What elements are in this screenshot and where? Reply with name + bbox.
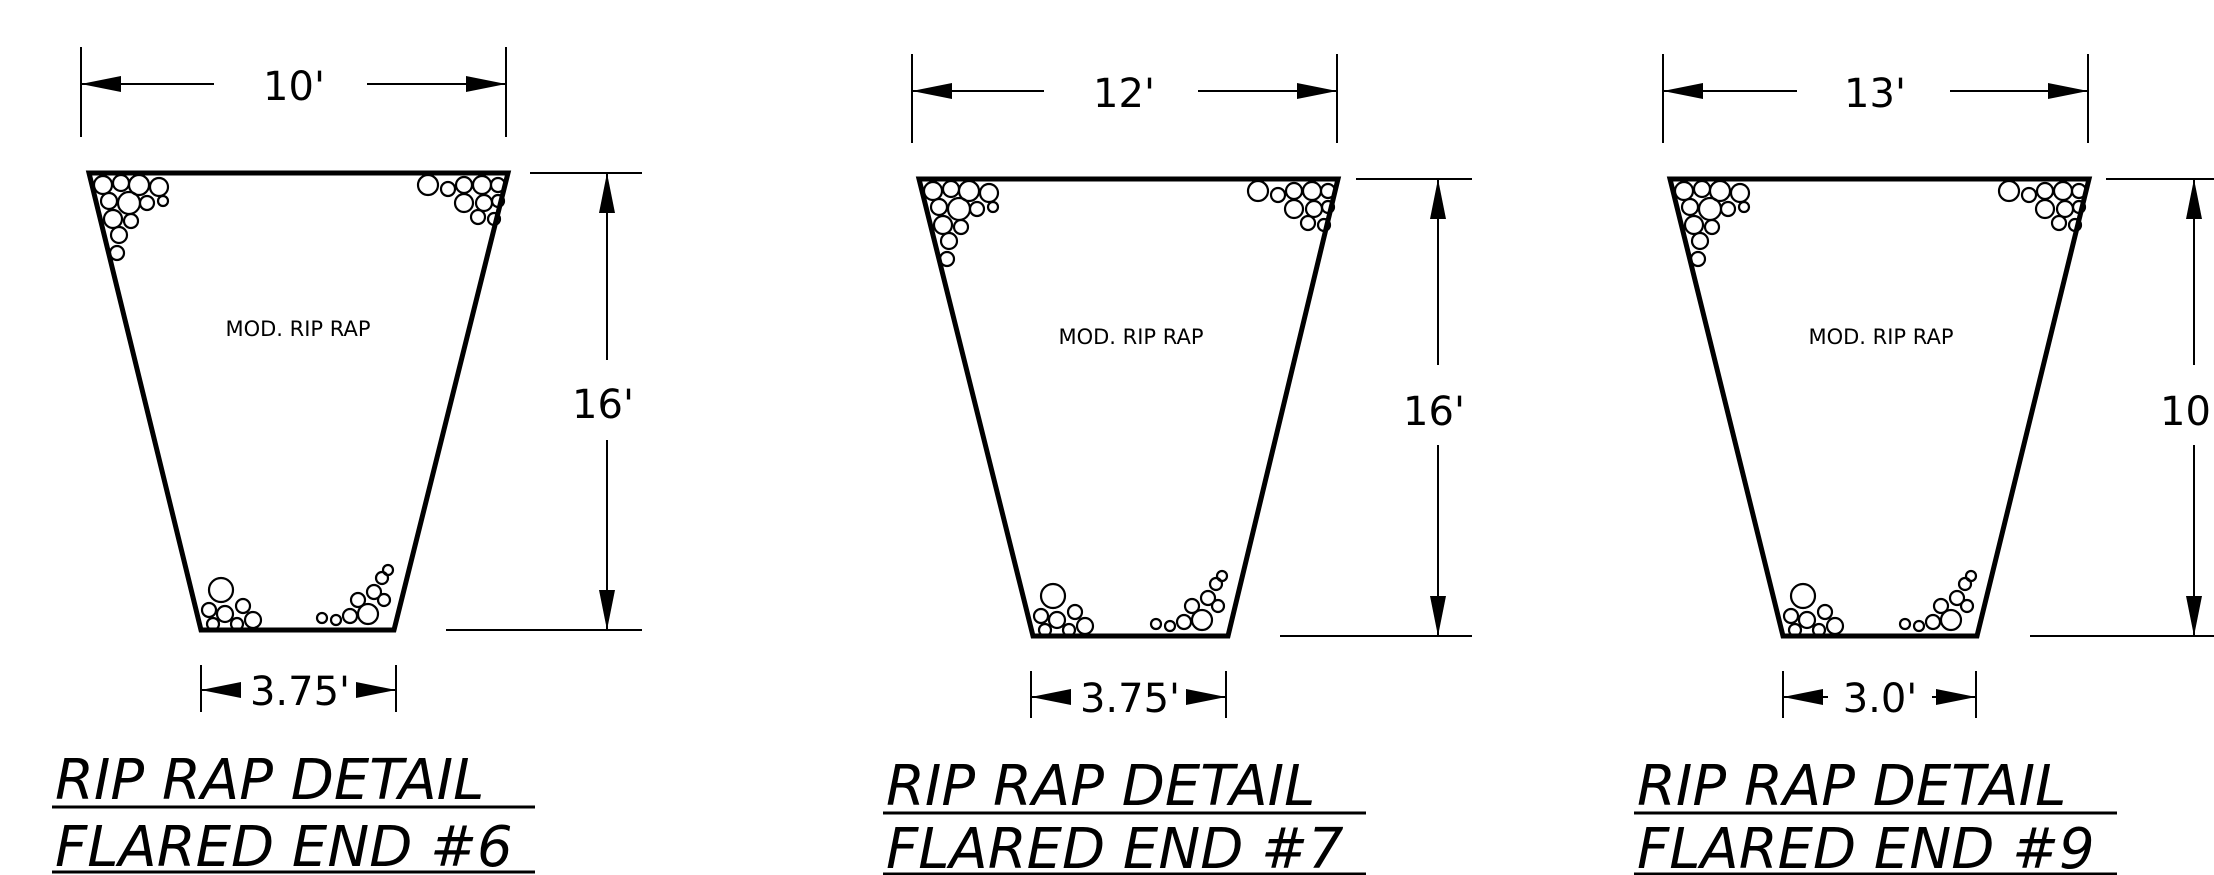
- bottom-width-label: 3.0': [1843, 676, 1918, 722]
- riprap-rocks-bottom-right: [1149, 569, 1229, 633]
- detail-flared-end-6: 10' 16' 3.75' MOD. RIP RAP RIP RAP DETAI…: [52, 47, 642, 875]
- title-line-1: RIP RAP DETAIL: [1637, 754, 2066, 819]
- top-width-dimension: [80, 47, 507, 137]
- riprap-rocks-top-right: [416, 173, 507, 227]
- detail-flared-end-7: 12' 16' 3.75' MOD. RIP RAP RIP RAP DETAI…: [883, 54, 1472, 875]
- top-width-label: 13': [1844, 71, 1906, 117]
- title-line-2: FLARED END #6: [55, 815, 513, 875]
- title-line-1: RIP RAP DETAIL: [55, 748, 484, 813]
- riprap-rocks-bottom-left: [1032, 582, 1095, 638]
- riprap-rocks-bottom-left: [200, 576, 263, 632]
- riprap-rocks-top-right: [1246, 179, 1337, 233]
- material-label: MOD. RIP RAP: [1808, 325, 1953, 349]
- top-width-dimension: [911, 54, 1338, 143]
- riprap-rocks-bottom-left: [1782, 582, 1845, 638]
- bottom-width-dimension: [1030, 671, 1227, 718]
- height-dimension: [1280, 178, 1472, 637]
- height-dimension: [2030, 178, 2214, 637]
- height-dimension: [446, 172, 642, 631]
- top-width-label: 12': [1093, 71, 1155, 117]
- material-label: MOD. RIP RAP: [225, 317, 370, 341]
- material-label: MOD. RIP RAP: [1058, 325, 1203, 349]
- bottom-width-dimension: [200, 665, 397, 712]
- title-line-2: FLARED END #7: [886, 817, 1344, 875]
- top-width-dimension: [1662, 54, 2089, 143]
- riprap-rocks-top-right: [1997, 179, 2088, 233]
- title-line-2: FLARED END #9: [1637, 817, 2095, 875]
- height-label: 16': [1403, 389, 1465, 435]
- height-label: 10': [2160, 389, 2214, 435]
- detail-flared-end-9: 13' 10' 3.0' MOD. RIP RAP RIP RAP DETAIL…: [1634, 54, 2214, 875]
- height-label: 16': [572, 382, 634, 428]
- bottom-width-dimension: [1782, 671, 1977, 718]
- bottom-width-label: 3.75': [1080, 676, 1180, 722]
- bottom-width-label: 3.75': [250, 669, 350, 715]
- trapezoid-outline: [915, 176, 1342, 639]
- trapezoid-outline: [1666, 176, 2093, 639]
- top-width-label: 10': [263, 64, 325, 110]
- trapezoid-outline: [85, 170, 512, 633]
- title-line-1: RIP RAP DETAIL: [886, 754, 1315, 819]
- riprap-rocks-bottom-right: [315, 563, 395, 627]
- riprap-rocks-bottom-right: [1898, 569, 1978, 633]
